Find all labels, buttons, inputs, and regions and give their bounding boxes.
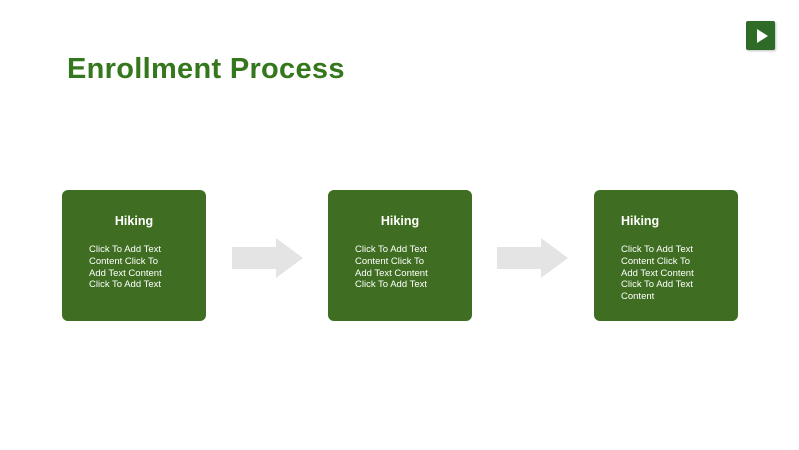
arrow-right-shape <box>497 238 568 278</box>
step-body-placeholder: Click To Add Text Content Click To Add T… <box>355 244 428 291</box>
process-step-box-2[interactable]: Hiking Click To Add Text Content Click T… <box>328 190 472 321</box>
arrow-head-icon <box>541 238 568 278</box>
step-heading: Hiking <box>621 214 660 228</box>
process-step-box-1[interactable]: Hiking Click To Add Text Content Click T… <box>62 190 206 321</box>
page-title: Enrollment Process <box>67 53 345 85</box>
play-icon <box>756 28 768 43</box>
arrow-body <box>497 247 541 269</box>
arrow-head-icon <box>276 238 303 278</box>
process-step-box-3[interactable]: Hiking Click To Add Text Content Click T… <box>594 190 738 321</box>
play-button[interactable] <box>746 21 775 50</box>
step-body-placeholder: Click To Add Text Content Click To Add T… <box>89 244 162 291</box>
arrow-right-shape <box>232 238 303 278</box>
step-body-placeholder: Click To Add Text Content Click To Add T… <box>621 244 694 303</box>
step-heading: Hiking <box>114 214 154 228</box>
arrow-body <box>232 247 276 269</box>
step-heading: Hiking <box>380 214 420 228</box>
